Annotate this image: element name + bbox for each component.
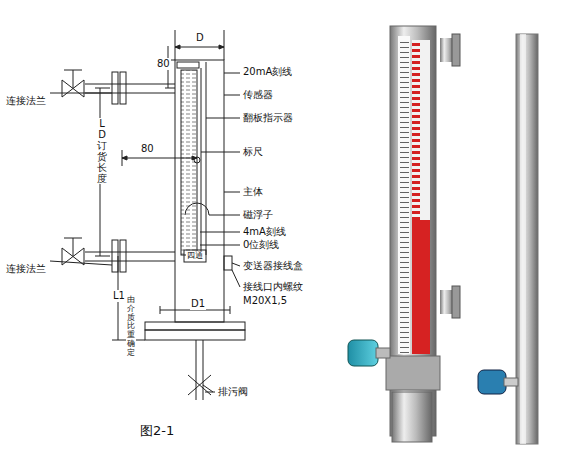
part-label: 变送器接线盒 xyxy=(243,260,303,272)
part-label: 连接法兰 xyxy=(6,263,46,275)
part-label: 传感器 xyxy=(243,89,273,101)
part-label: M20X1,5 xyxy=(243,295,287,307)
part-label: 翻板指示器 xyxy=(243,112,293,124)
part-label: 20mA刻线 xyxy=(243,66,292,78)
part-label: L1 xyxy=(112,290,126,302)
part-label: 接线口内螺纹 xyxy=(243,281,303,293)
part-label: 0位刻线 xyxy=(243,239,279,251)
part-label: 四通 xyxy=(186,251,204,260)
vertical-dimension-label: LD订货长度 xyxy=(96,118,108,184)
part-label: 标尺 xyxy=(243,146,263,158)
part-label: D xyxy=(195,32,205,44)
part-label: 80 xyxy=(156,58,171,70)
part-label: 连接法兰 xyxy=(6,95,46,107)
part-label: 磁浮子 xyxy=(243,209,273,221)
part-label: 排污阀 xyxy=(218,386,248,398)
part-label: D1 xyxy=(190,298,206,310)
figure-caption: 图2-1 xyxy=(140,424,174,439)
part-label: 4mA刻线 xyxy=(243,226,286,238)
vertical-dimension-label: 由介质比重确定 xyxy=(126,296,136,358)
part-label: 80 xyxy=(140,143,155,155)
part-label: 主体 xyxy=(243,186,263,198)
